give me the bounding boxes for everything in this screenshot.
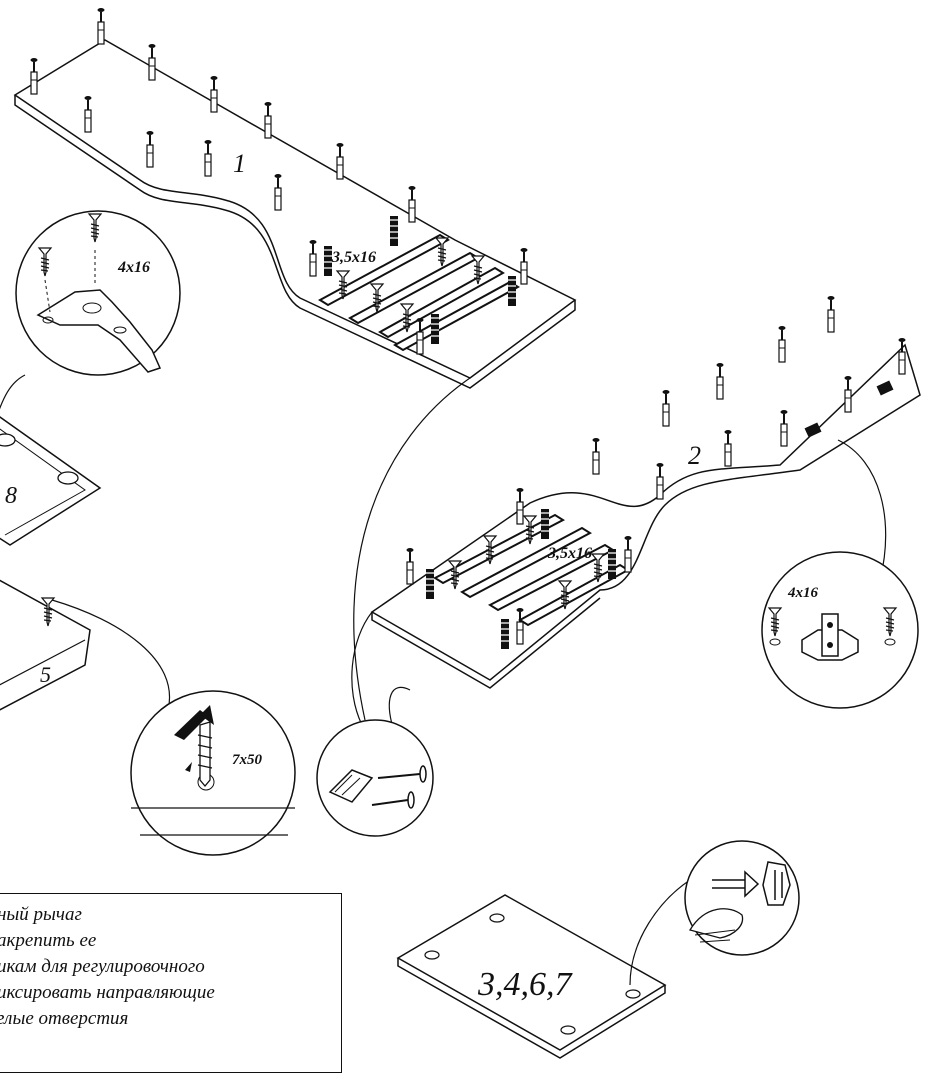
hinge-plates-panel-2 <box>804 380 894 438</box>
panel-1 <box>13 7 577 389</box>
panel-5-label: 5 <box>40 662 51 687</box>
plate-screw-label: 4x16 <box>787 585 819 601</box>
hinge-screw-label: 4x16 <box>117 259 150 276</box>
instruction-line-1: ный рычаг <box>0 904 82 925</box>
panel-3467 <box>396 894 667 1059</box>
screw-size-label-1: 3,5x16 <box>331 249 376 266</box>
panel-8-label: 8 <box>5 483 17 509</box>
instruction-line-4: иксировать направляющие <box>0 982 215 1003</box>
instruction-line-2: акрепить ее <box>0 930 97 951</box>
panel-8 <box>0 416 102 546</box>
instruction-line-3: икам для регулировочного <box>0 956 205 977</box>
callout-leaders <box>0 374 887 986</box>
panel-5 <box>0 579 91 711</box>
panel-3467-label: 3,4,6,7 <box>477 966 574 1003</box>
instructions-box: ный рычаг акрепить ее икам для регулиров… <box>0 893 342 1073</box>
instruction-line-5: глые отверстия <box>0 1008 129 1029</box>
screw-size-label-2: 3,5x16 <box>547 545 592 562</box>
panel-2 <box>370 295 921 689</box>
nail-detail-callout <box>316 719 434 837</box>
plate-detail-callout <box>761 551 919 709</box>
panel-2-label: 2 <box>688 441 701 470</box>
confirmat-label: 7x50 <box>232 752 263 768</box>
panel-1-label: 1 <box>233 149 246 178</box>
confirmat-detail-callout <box>130 690 296 856</box>
eccentric-detail-callout <box>684 840 800 956</box>
hinge-detail-callout <box>15 210 181 376</box>
